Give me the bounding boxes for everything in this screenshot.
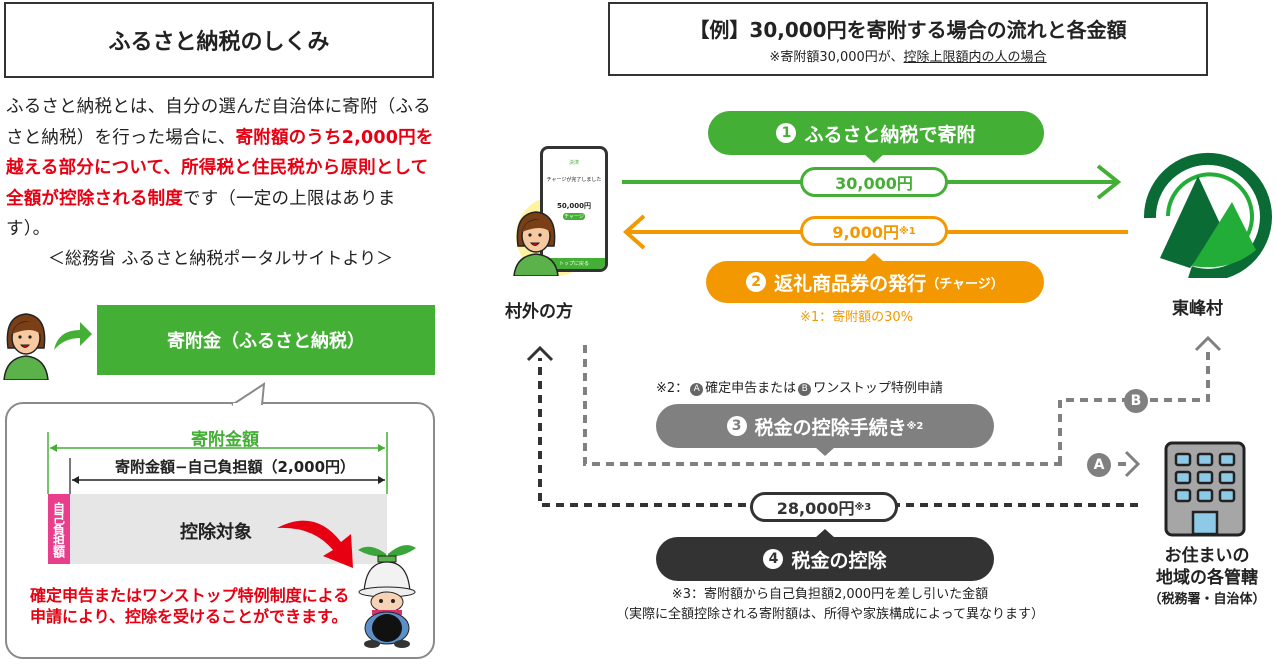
route-b-line <box>1058 350 1210 464</box>
step-1-pointer <box>864 154 884 163</box>
phone-button: チャージ <box>563 213 585 220</box>
step-2-suffix: （チャージ） <box>926 276 1004 292</box>
phone-message: チャージが完了しました <box>546 177 602 183</box>
curved-arrow-icon <box>277 520 353 568</box>
office-building-icon <box>1164 441 1246 537</box>
footnote-2-a-text: 確定申告または <box>705 381 797 396</box>
office-line-1: お住まいの <box>1164 546 1250 566</box>
mascot-icon <box>358 545 416 648</box>
deduction-route <box>538 358 1138 507</box>
bubble-tail <box>231 382 266 406</box>
footnote-3-line-2: （実際に全額控除される寄附額は、所得や家族構成によって異なります） <box>616 607 1044 622</box>
step-3-pill: 3 税金の控除手続き※2 <box>656 404 994 448</box>
deduction-target-label: 控除対象 <box>180 522 252 543</box>
footnote-2-prefix: ※2： <box>656 381 689 396</box>
self-burden-bar: 自己負担額 <box>48 494 70 564</box>
voucher-amount: 9,000円 <box>832 223 899 242</box>
route-a-arrowhead <box>1124 450 1141 478</box>
net-amount-label: 寄附金額−自己負担額（2,000円） <box>114 458 356 476</box>
source-citation: ＜総務省 ふるさと納税ポータルサイトより＞ <box>48 249 394 269</box>
intro-text-2: です（一定の上限はあります）。 <box>6 188 396 240</box>
village-logo-icon <box>1143 152 1272 278</box>
step-3-label: 税金の控除手続き <box>754 416 907 439</box>
route-a-badge: A <box>1087 453 1111 477</box>
arrow-right-icon <box>54 322 92 350</box>
deduction-note: 確定申告またはワンストップ特例制度による申請により、控除を受けることができます。 <box>30 586 350 626</box>
step-2-number: 2 <box>746 272 767 292</box>
office-line-3: （税務署・自治体） <box>1148 592 1266 607</box>
footnote-1: ※1：寄附額の30% <box>800 310 914 325</box>
donation-box: 寄附金（ふるさと納税） <box>97 305 435 375</box>
village-label: 東峰村 <box>1172 299 1223 319</box>
deduction-footnote-mark: ※3 <box>854 501 872 513</box>
step-3-footnote-mark: ※2 <box>906 420 924 432</box>
intro-paragraph: ふるさと納税とは、自分の選んだ自治体に寄附（ふるさと納税）を行った場合に、寄附額… <box>6 92 438 245</box>
phone-header: 決済 <box>568 160 579 166</box>
donation-arrowhead <box>1096 164 1122 200</box>
outside-resident-label: 村外の方 <box>505 302 573 322</box>
step-2-pointer <box>864 253 884 262</box>
section-title-left: ふるさと納税のしくみ <box>4 2 434 78</box>
step-2-label: 返礼商品券の発行 <box>774 272 927 295</box>
subtitle-underline: 控除上限額内の人の場合 <box>903 50 1047 65</box>
subtitle-prefix: ※寄附額30,000円が、 <box>769 50 904 65</box>
step-1-number: 1 <box>776 123 797 143</box>
procedure-route <box>583 345 1068 466</box>
step-4-label: 税金の控除 <box>791 549 887 572</box>
phone-amount: 50,000円 <box>556 202 591 210</box>
deduction-amount-pill: 28,000円※3 <box>750 492 898 522</box>
badge-a: A <box>690 382 704 396</box>
route-b-arrowhead <box>1194 335 1222 352</box>
step-4-pointer <box>815 529 835 538</box>
step-2-pill: 2 返礼商品券の発行（チャージ） <box>706 261 1044 303</box>
step-4-number: 4 <box>763 549 784 569</box>
voucher-amount-pill: 9,000円※1 <box>800 216 948 246</box>
office-line-2: 地域の各管轄 <box>1156 568 1258 588</box>
voucher-footnote-mark: ※1 <box>898 225 916 237</box>
intro-highlight: 寄附額のうち2,000円を越える部分について、所得税と住民税から原則として全額が… <box>6 127 434 209</box>
donation-amount-label: 寄附金額 <box>191 430 259 450</box>
outside-person-icon <box>513 211 559 276</box>
step-1-pill: 1 ふるさと納税で寄附 <box>708 111 1044 155</box>
step-3-pointer <box>815 447 835 456</box>
badge-b: B <box>798 382 812 396</box>
tax-office-label: お住まいの地域の各管轄 （税務署・自治体） <box>1138 545 1276 611</box>
step-3-number: 3 <box>726 416 747 436</box>
deduction-arrowhead <box>526 345 554 362</box>
example-title: 【例】30,000円を寄附する場合の流れと各金額 <box>689 18 1127 42</box>
phone-footer: トップに戻る <box>543 258 605 269</box>
example-subtitle: ※寄附額30,000円が、控除上限額内の人の場合 <box>610 46 1206 65</box>
person-icon <box>3 313 49 380</box>
smartphone-icon: 決済 チャージが完了しました 50,000円 チャージ トップに戻る <box>540 146 608 272</box>
footnote-3: ※3：寄附額から自己負担額2,000円を差し引いた金額 （実際に全額控除される寄附… <box>560 585 1100 625</box>
footnote-3-line-1: ※3：寄附額から自己負担額2,000円を差し引いた金額 <box>671 587 989 602</box>
section-title-right: 【例】30,000円を寄附する場合の流れと各金額 ※寄附額30,000円が、控除… <box>608 2 1208 76</box>
footnote-2-b-text: ワンストップ特例申請 <box>813 381 943 396</box>
step-4-pill: 4 税金の控除 <box>656 537 994 581</box>
donation-amount-pill: 30,000円 <box>800 167 948 197</box>
route-b-badge: B <box>1124 389 1148 413</box>
intro-text-1: ふるさと納税とは、自分の選んだ自治体に寄附（ふるさと納税）を行った場合に、 <box>6 97 431 148</box>
step-1-label: ふるさと納税で寄附 <box>804 123 976 146</box>
voucher-arrowhead <box>622 214 646 250</box>
deduction-amount: 28,000円 <box>776 499 855 518</box>
dimension-lines <box>47 432 388 494</box>
